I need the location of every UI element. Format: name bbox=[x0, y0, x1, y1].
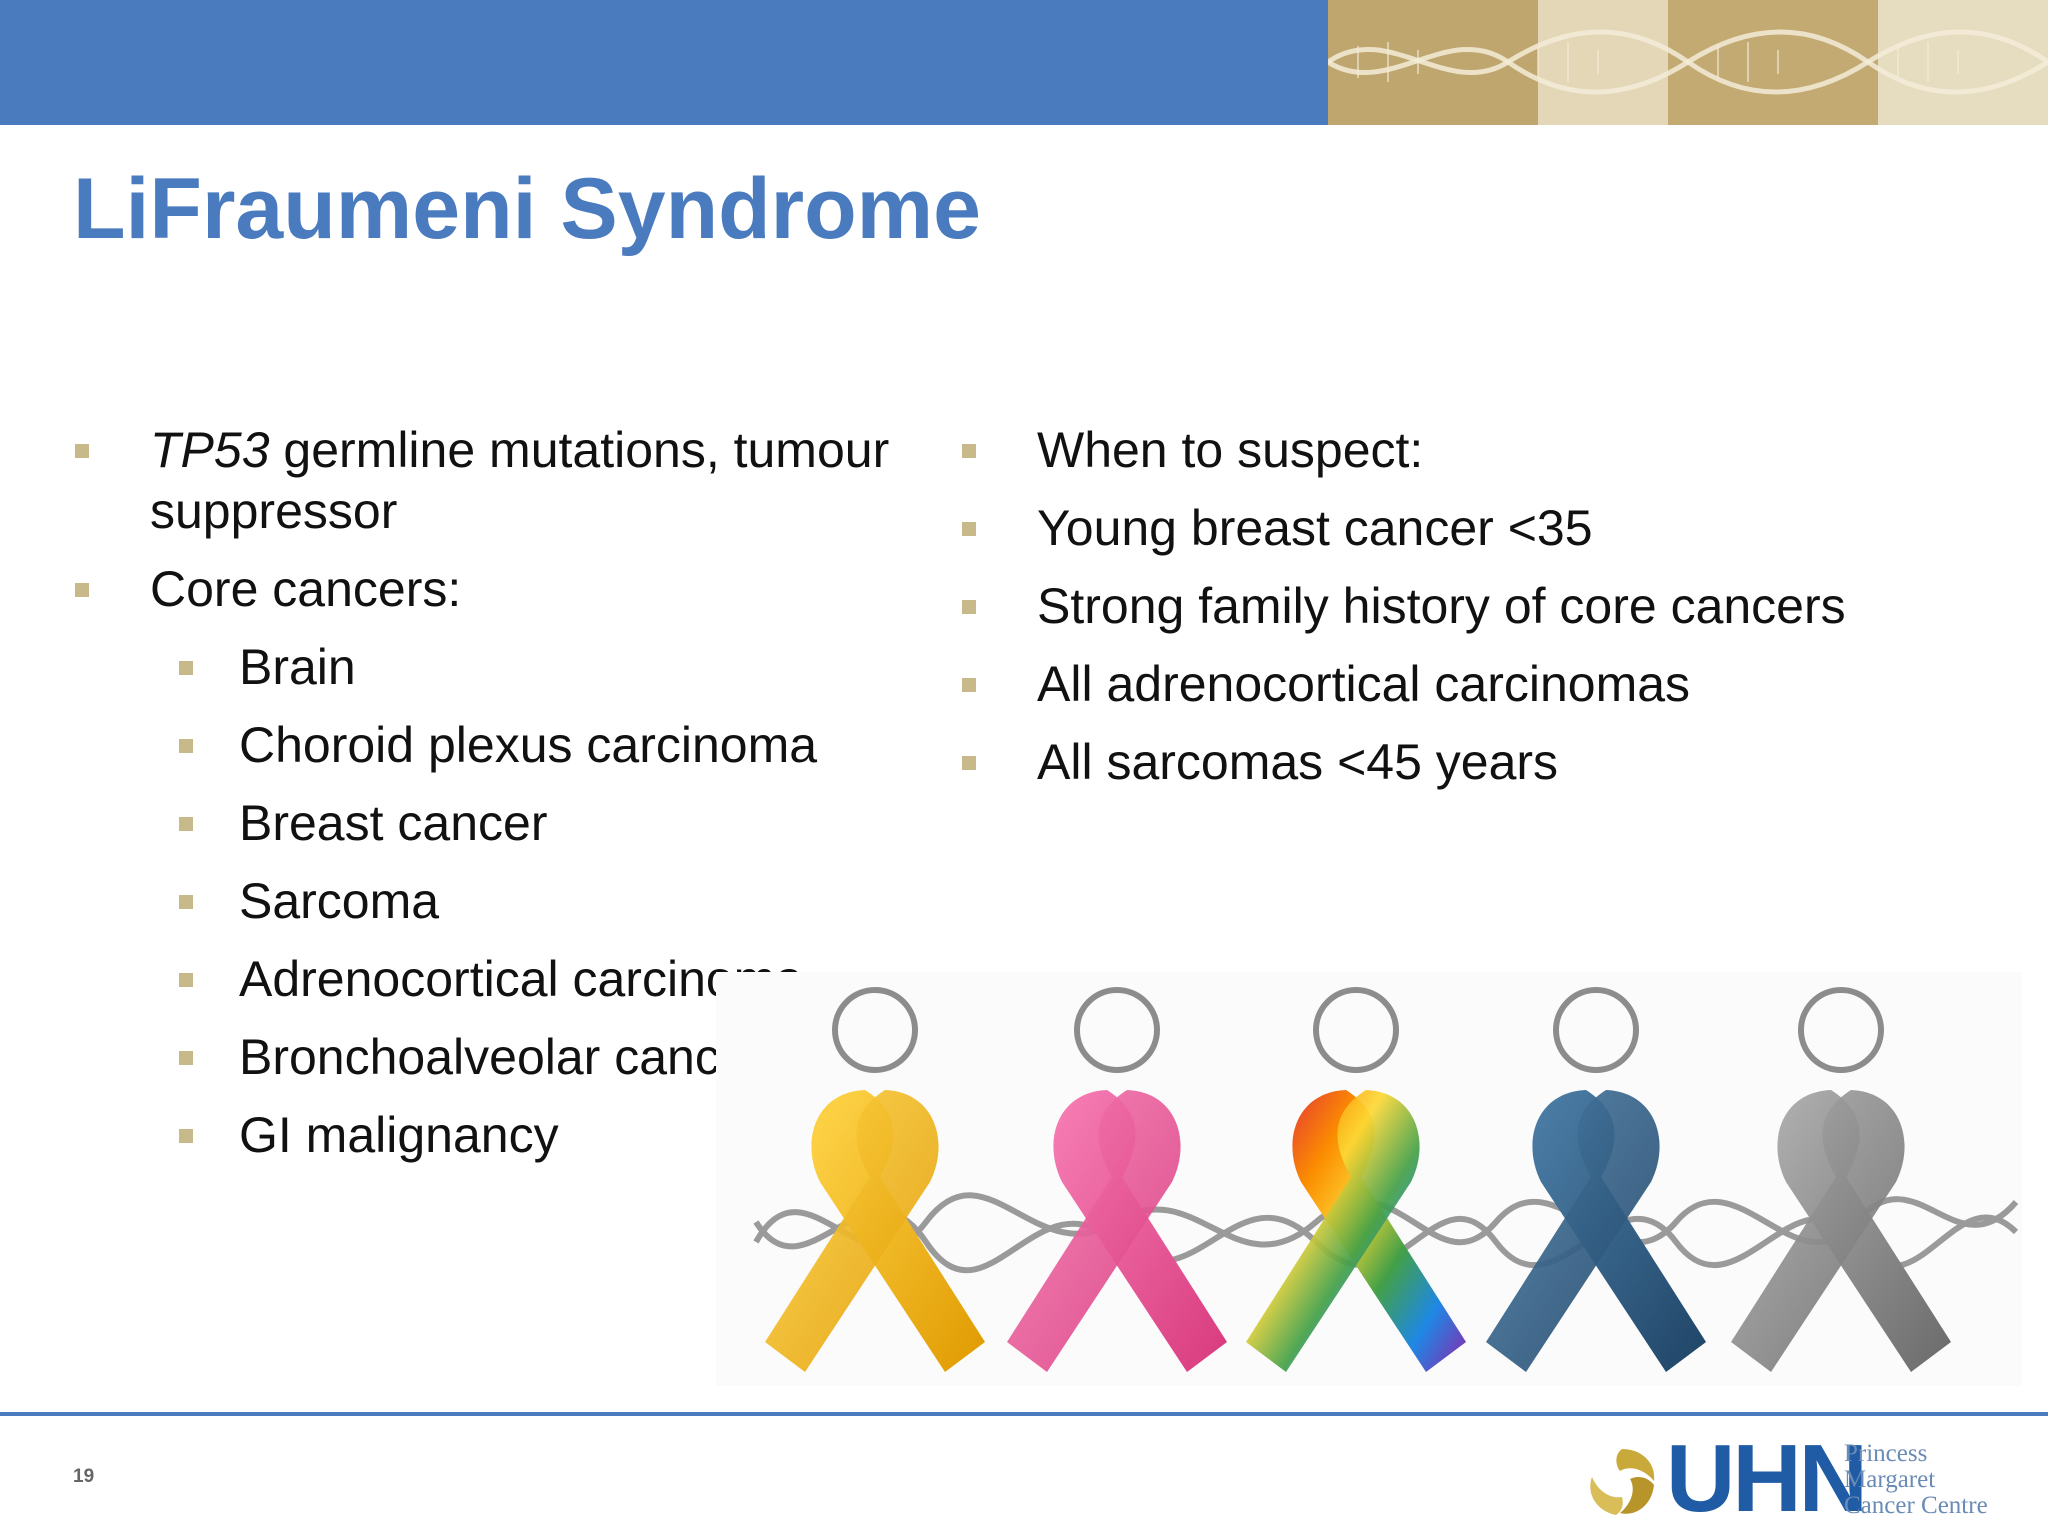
bullet-marker bbox=[75, 583, 89, 597]
sub-bullet-text: Breast cancer bbox=[239, 795, 548, 851]
tp53-description: germline mutations, tumour suppressor bbox=[150, 422, 890, 539]
right-bullet-column: When to suspect: Young breast cancer <35… bbox=[962, 420, 2022, 810]
bullet-marker bbox=[179, 1051, 193, 1065]
bullet-text: All sarcomas <45 years bbox=[1037, 734, 1559, 790]
sub-bullet-text: GI malignancy bbox=[239, 1107, 559, 1163]
bullet-text: Young breast cancer <35 bbox=[1037, 500, 1593, 556]
bullet-marker bbox=[962, 678, 976, 692]
logo-line-princess: Princess bbox=[1844, 1440, 1928, 1467]
bullet-marker bbox=[179, 817, 193, 831]
sub-bullet-breast: Breast cancer bbox=[75, 793, 945, 854]
cancer-ribbons-dna-image bbox=[716, 972, 2022, 1386]
tp53-gene-name: TP53 bbox=[150, 422, 270, 478]
sub-bullet-choroid: Choroid plexus carcinoma bbox=[75, 715, 945, 776]
bullet-marker bbox=[962, 522, 976, 536]
bullet-adrenocortical-all: All adrenocortical carcinomas bbox=[962, 654, 2022, 715]
bullet-marker bbox=[962, 444, 976, 458]
left-bullet-column: TP53 germline mutations, tumour suppress… bbox=[75, 420, 945, 1183]
sub-bullet-text: Adrenocortical carcinoma bbox=[239, 951, 804, 1007]
bullet-marker bbox=[179, 895, 193, 909]
bullet-tp53: TP53 germline mutations, tumour suppress… bbox=[75, 420, 945, 542]
sub-bullet-brain: Brain bbox=[75, 637, 945, 698]
bullet-marker bbox=[962, 600, 976, 614]
logo-line-margaret: Margaret bbox=[1844, 1466, 1936, 1493]
sub-bullet-text: Choroid plexus carcinoma bbox=[239, 717, 818, 773]
bullet-sarcomas: All sarcomas <45 years bbox=[962, 732, 2022, 793]
bullet-text: When to suspect: bbox=[1037, 422, 1424, 478]
bullet-text: All adrenocortical carcinomas bbox=[1037, 656, 1691, 712]
bullet-family-history: Strong family history of core cancers bbox=[962, 576, 2022, 637]
bullet-when-to-suspect: When to suspect: bbox=[962, 420, 2022, 481]
logo-subtitle: Princess Margaret Cancer Centre bbox=[1844, 1441, 1988, 1519]
logo-line-cancer-centre: Cancer Centre bbox=[1844, 1492, 1988, 1519]
sub-bullet-bronchoalveolar: Bronchoalveolar cancer bbox=[75, 1027, 945, 1088]
sub-bullet-sarcoma: Sarcoma bbox=[75, 871, 945, 932]
sub-bullet-text: Brain bbox=[239, 639, 356, 695]
logo-uhn-text: UHN bbox=[1666, 1425, 1868, 1532]
footer-rule bbox=[0, 1412, 2048, 1416]
dna-header-image bbox=[1328, 0, 2048, 125]
sub-bullet-adrenocortical: Adrenocortical carcinoma bbox=[75, 949, 945, 1010]
bullet-marker bbox=[75, 444, 89, 458]
header-bar bbox=[0, 0, 1328, 125]
uhn-logo: UHN Princess Margaret Cancer Centre bbox=[1582, 1431, 2002, 1527]
core-cancers-label: Core cancers: bbox=[150, 561, 462, 617]
logo-swirl-icon bbox=[1590, 1449, 1655, 1515]
bullet-marker bbox=[179, 973, 193, 987]
bullet-marker bbox=[179, 1129, 193, 1143]
bullet-marker bbox=[179, 739, 193, 753]
slide-title: LiFraumeni Syndrome bbox=[73, 161, 981, 257]
sub-bullet-text: Sarcoma bbox=[239, 873, 440, 929]
bullet-young-breast: Young breast cancer <35 bbox=[962, 498, 2022, 559]
bullet-marker bbox=[962, 756, 976, 770]
sub-bullet-gi: GI malignancy bbox=[75, 1105, 945, 1166]
bullet-text: Strong family history of core cancers bbox=[1037, 578, 1846, 634]
slide-number: 19 bbox=[73, 1466, 95, 1487]
sub-bullet-text: Bronchoalveolar cancer bbox=[239, 1029, 765, 1085]
bullet-marker bbox=[179, 661, 193, 675]
bullet-core-cancers: Core cancers: bbox=[75, 559, 945, 620]
